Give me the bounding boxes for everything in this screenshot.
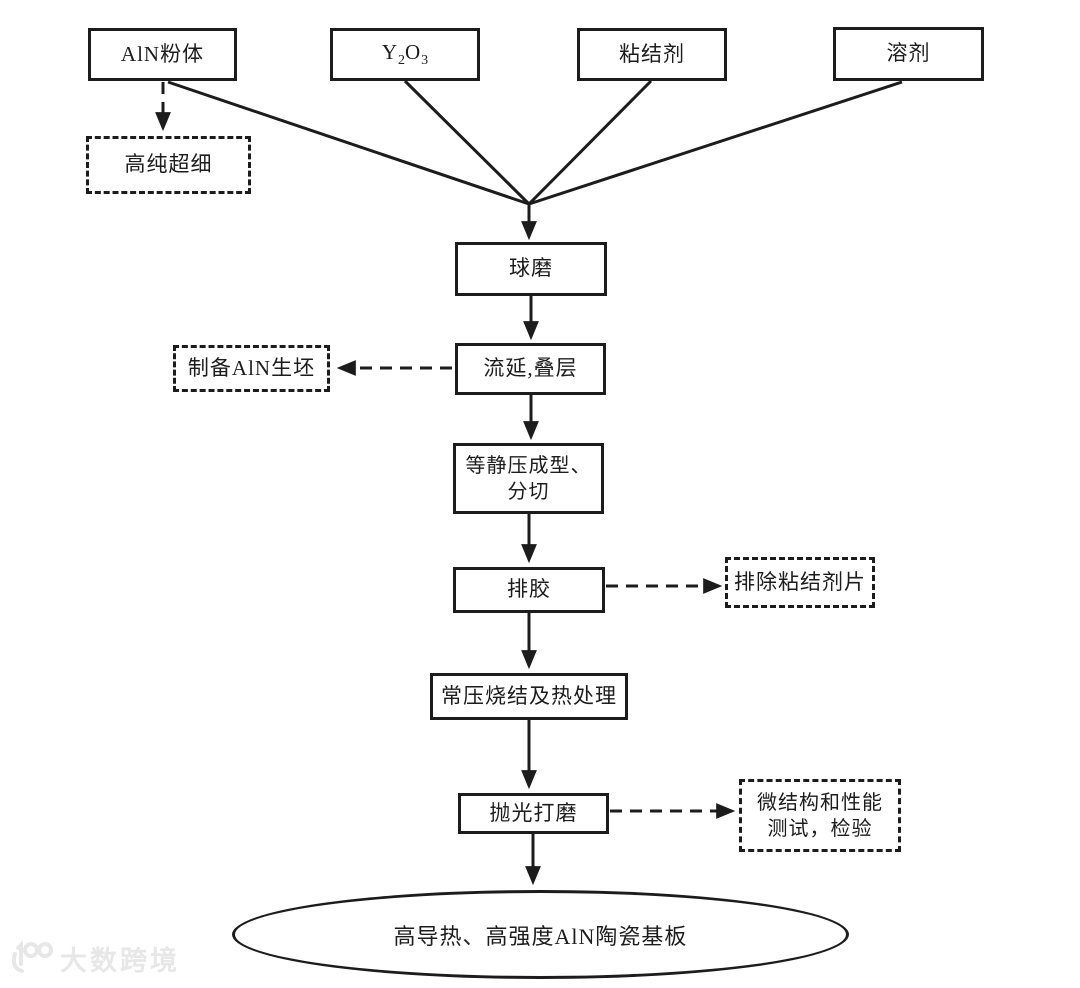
node-solvent: 溶剂 xyxy=(833,27,984,81)
node-final-product-label: 高导热、高强度AlN陶瓷基板 xyxy=(393,923,688,949)
node-final-product: 高导热、高强度AlN陶瓷基板 xyxy=(232,890,849,979)
node-polishing: 抛光打磨 xyxy=(458,793,609,834)
node-high-purity-label: 高纯超细 xyxy=(124,152,213,177)
node-sintering: 常压烧结及热处理 xyxy=(430,673,628,720)
line-binder-to-mix xyxy=(527,79,653,206)
watermark: 大数跨境 xyxy=(8,938,180,978)
watermark-brand-text: 大数跨境 xyxy=(60,945,180,976)
line-y2o3-to-mix xyxy=(403,79,531,206)
node-aln-powder-label: AlN粉体 xyxy=(120,41,205,66)
node-binder: 粘结剂 xyxy=(577,28,727,81)
node-testing-line2: 测试，检验 xyxy=(767,817,873,840)
node-binder-sheet-removal: 排除粘结剂片 xyxy=(725,557,875,608)
node-debinding-label: 排胶 xyxy=(507,577,551,602)
node-green-body: 制备AlN生坯 xyxy=(173,345,330,392)
node-solvent-label: 溶剂 xyxy=(886,41,931,66)
node-isostatic-pressing-line2: 分切 xyxy=(507,480,550,503)
watermark-100-logo xyxy=(11,940,53,973)
node-y2o3-label: Y2O3 xyxy=(381,39,429,68)
node-polishing-label: 抛光打磨 xyxy=(489,800,578,825)
node-tape-casting-label: 流延,叠层 xyxy=(483,356,578,381)
node-y2o3: Y2O3 xyxy=(330,28,480,81)
node-testing-line1: 微结构和性能 xyxy=(757,791,883,814)
node-ball-milling-label: 球磨 xyxy=(509,256,553,281)
node-high-purity: 高纯超细 xyxy=(86,136,251,194)
node-binder-sheet-removal-label: 排除粘结剂片 xyxy=(734,569,866,594)
line-solvent-to-mix xyxy=(528,80,903,206)
node-isostatic-pressing-line1: 等静压成型、 xyxy=(465,454,592,477)
node-sintering-label: 常压烧结及热处理 xyxy=(441,683,617,708)
node-tape-casting: 流延,叠层 xyxy=(455,343,606,395)
node-aln-powder: AlN粉体 xyxy=(88,28,237,81)
node-green-body-label: 制备AlN生坯 xyxy=(187,355,316,380)
node-binder-label: 粘结剂 xyxy=(619,41,685,66)
node-testing: 微结构和性能 测试，检验 xyxy=(739,779,901,852)
node-ball-milling: 球磨 xyxy=(455,242,607,296)
line-aln-to-mix xyxy=(167,80,530,206)
node-isostatic-pressing: 等静压成型、 分切 xyxy=(453,443,604,514)
node-debinding: 排胶 xyxy=(453,567,605,613)
